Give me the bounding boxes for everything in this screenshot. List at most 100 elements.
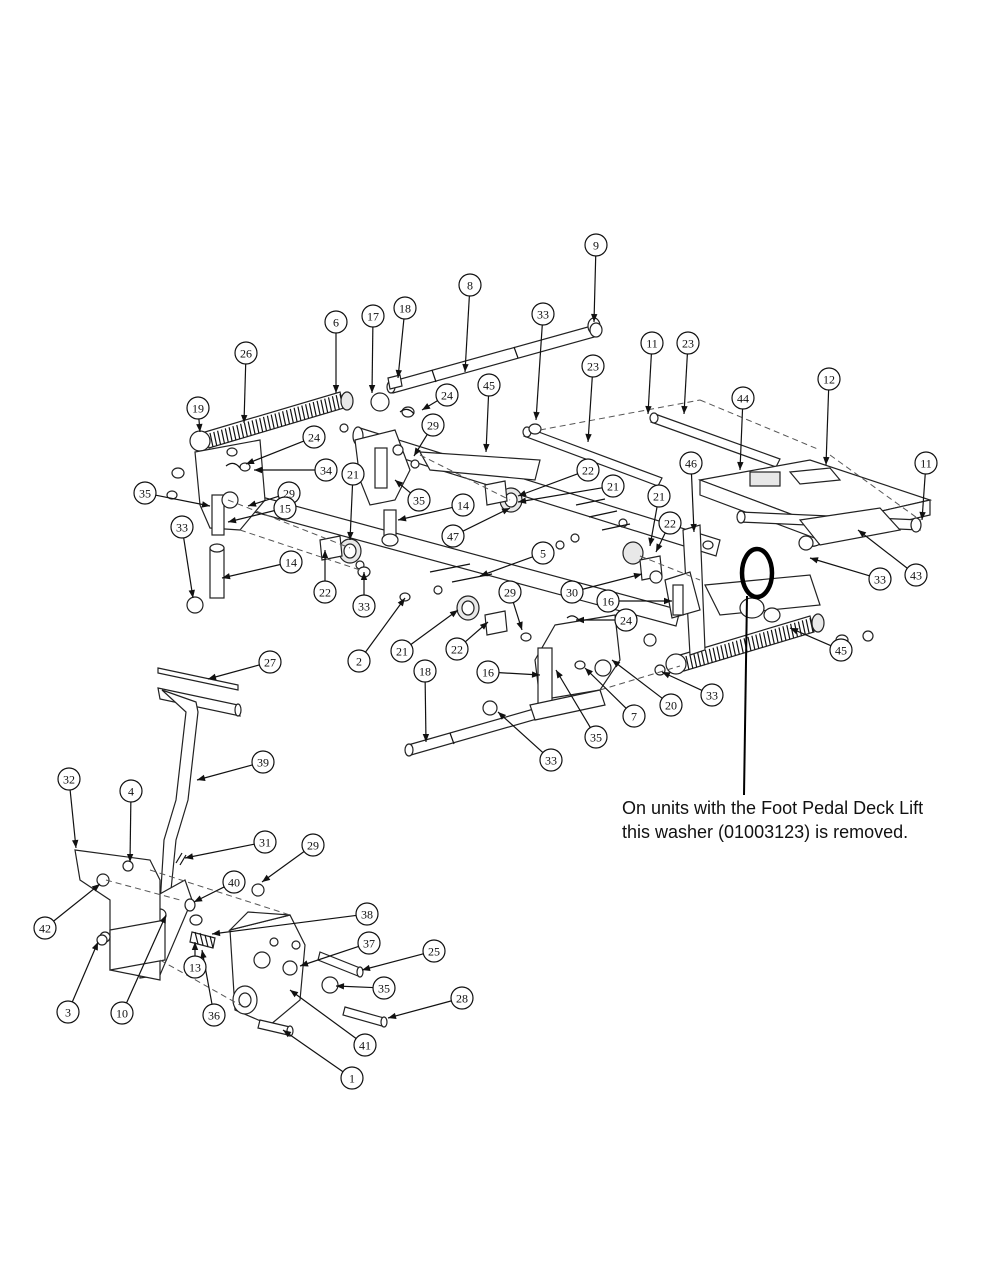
callout-label: 3 (65, 1006, 71, 1020)
callout-c4: 4 (119, 779, 143, 803)
leader-line-c29d (261, 850, 305, 883)
callout-c41: 41 (353, 1033, 377, 1057)
callout-c24b: 24 (302, 425, 326, 449)
callout-circle (302, 425, 326, 449)
callout-label: 29 (427, 419, 439, 433)
callout-label: 2 (356, 655, 362, 669)
leader-line-c23a (587, 376, 593, 443)
callout-label: 41 (359, 1039, 371, 1053)
callout-circle (361, 304, 385, 328)
leader-arrow-c3 (91, 942, 98, 951)
callout-circle (584, 725, 608, 749)
callout-circle (110, 1001, 134, 1025)
callout-label: 27 (264, 656, 276, 670)
callout-c42: 42 (33, 916, 57, 940)
callout-circle (451, 493, 475, 517)
leader-arrow-c21c (648, 537, 655, 546)
callout-c11a: 11 (640, 331, 664, 355)
callout-c22a: 22 (576, 458, 600, 482)
leader-arrow-c16b (531, 671, 540, 678)
callout-circle (119, 779, 143, 803)
callout-c35b: 35 (407, 488, 431, 512)
callout-label: 16 (602, 595, 614, 609)
leader-arrow-c33f (498, 712, 507, 720)
callout-c18b: 18 (413, 659, 437, 683)
leader-arrow-c16a (664, 597, 672, 605)
callout-label: 39 (257, 756, 269, 770)
callout-c33d: 33 (868, 567, 892, 591)
callout-circle (601, 474, 625, 498)
callout-circle (347, 649, 371, 673)
callout-label: 23 (587, 360, 599, 374)
callout-circle (581, 354, 605, 378)
callout-circle (314, 458, 338, 482)
callout-label: 38 (361, 908, 373, 922)
grip-27 (157, 667, 242, 717)
callout-label: 21 (653, 490, 665, 504)
callout-c33c: 33 (352, 594, 376, 618)
callout-c19: 19 (186, 396, 210, 420)
callout-c43: 43 (904, 563, 928, 587)
callout-label: 36 (208, 1009, 220, 1023)
callout-c13: 13 (183, 955, 207, 979)
callout-circle (234, 341, 258, 365)
leader-arrow-c10 (159, 915, 166, 924)
callout-circle (868, 567, 892, 591)
callout-label: 4 (128, 785, 134, 799)
leader-arrow-c33b (188, 589, 195, 598)
callout-circle (817, 367, 841, 391)
leader-arrow-c9 (591, 313, 598, 322)
leader-arrow-c21b (518, 497, 527, 504)
callout-c47: 47 (441, 524, 465, 548)
leader-arrow-c24b (246, 458, 255, 465)
leader-line-c12 (825, 389, 830, 466)
callout-c33e: 33 (700, 683, 724, 707)
callout-circle (458, 273, 482, 297)
callout-circle (258, 650, 282, 674)
callout-circle (614, 608, 638, 632)
leader-arrow-c17 (368, 384, 376, 393)
leader-arrow-c32 (72, 839, 79, 848)
callout-circle (273, 496, 297, 520)
callout-c21a: 21 (341, 462, 365, 486)
leader-arrow-c35a (201, 501, 210, 508)
callout-circle (700, 683, 724, 707)
callout-c3: 3 (56, 1000, 80, 1024)
callout-circle (393, 296, 417, 320)
leader-arrow-c27 (208, 673, 217, 680)
leader-line-c21d (410, 609, 459, 645)
callout-c25: 25 (422, 939, 446, 963)
callout-label: 22 (451, 643, 463, 657)
leader-line-c42 (53, 883, 101, 922)
callout-label: 47 (447, 530, 459, 544)
leader-line-c33a (535, 324, 543, 421)
callout-c45b: 45 (829, 638, 853, 662)
callout-c11b: 11 (914, 451, 938, 475)
callout-label: 18 (419, 665, 431, 679)
leader-arrow-c26 (241, 414, 248, 423)
leader-line-c4 (129, 801, 132, 863)
callout-label: 25 (428, 945, 440, 959)
leader-line-c7 (584, 667, 627, 709)
callout-circle (390, 639, 414, 663)
callout-label: 21 (347, 468, 359, 482)
callout-label: 23 (682, 337, 694, 351)
leader-arrow-c5 (480, 570, 489, 577)
leader-arrow-c11b (919, 511, 926, 520)
leader-arrow-c7 (585, 668, 593, 676)
callout-c21d: 21 (390, 639, 414, 663)
leader-arrow-c21a (347, 531, 354, 540)
leader-arrow-c30 (633, 572, 642, 580)
callout-circle (372, 976, 396, 1000)
callout-label: 14 (457, 499, 469, 513)
callout-label: 15 (279, 502, 291, 516)
leader-arrow-c35b (395, 480, 404, 488)
alignment-lines-lower (105, 869, 291, 1006)
callout-label: 13 (189, 961, 201, 975)
leader-arrow-c12 (823, 456, 830, 465)
leader-line-c26 (243, 363, 247, 424)
leader-arrow-c22d (479, 622, 488, 630)
leader-arrow-c23a (585, 433, 592, 442)
exploded-assembly (74, 317, 933, 1037)
